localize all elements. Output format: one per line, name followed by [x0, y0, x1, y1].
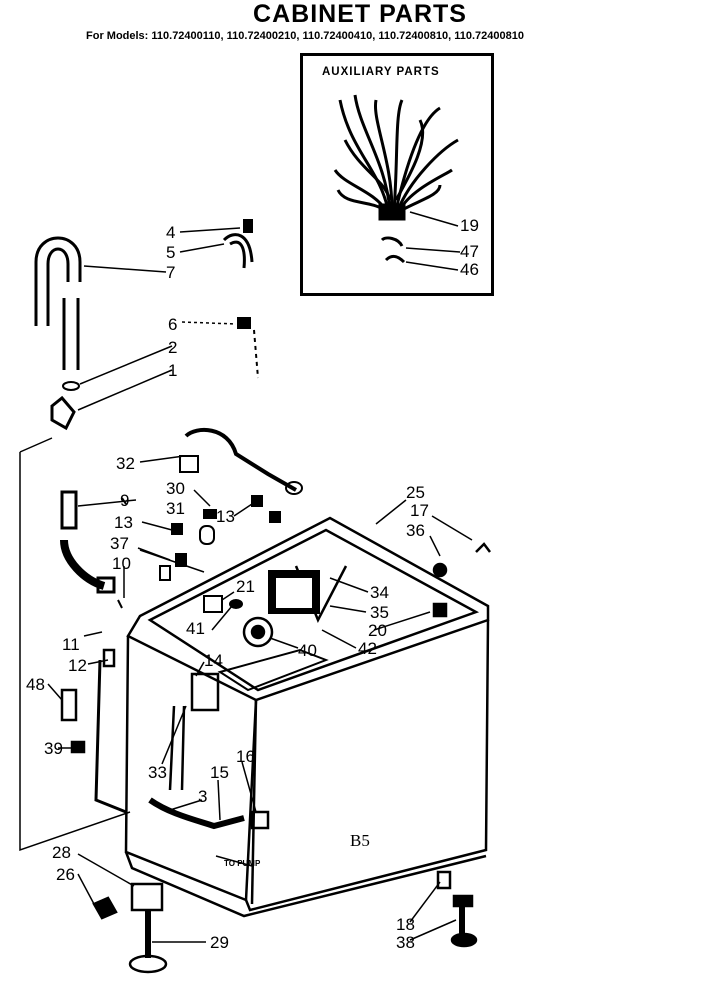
callout-26: 26 — [56, 865, 75, 884]
callout-32: 32 — [116, 454, 135, 473]
callout-14: 14 — [204, 651, 223, 670]
callout-47: 47 — [460, 242, 479, 261]
callout-35: 35 — [370, 603, 389, 622]
callout-3: 3 — [198, 787, 207, 806]
callout-4: 4 — [166, 223, 175, 242]
callout-11: 11 — [62, 635, 80, 654]
page-title: CABINET PARTS — [253, 0, 467, 28]
callout-13b: 13 — [216, 507, 235, 526]
callout-15: 15 — [210, 763, 229, 782]
auxiliary-parts-title: AUXILIARY PARTS — [322, 66, 440, 78]
hose-clip-drawing — [222, 219, 259, 379]
callout-37: 37 — [110, 534, 129, 553]
callout-12: 12 — [68, 656, 87, 675]
drain-hose-32-drawing — [179, 428, 303, 495]
callout-13a: 13 — [114, 513, 133, 532]
callout-9: 9 — [120, 491, 129, 510]
callout-numbers: 19 47 46 4 5 7 6 2 1 32 30 31 13 13 9 37… — [26, 216, 479, 952]
callout-34: 34 — [370, 583, 389, 602]
callout-6: 6 — [168, 315, 177, 334]
callout-33: 33 — [148, 763, 167, 782]
callout-28: 28 — [52, 843, 71, 862]
callout-42: 42 — [358, 639, 377, 658]
callout-39: 39 — [44, 739, 63, 758]
callout-36: 36 — [406, 521, 425, 540]
callout-40: 40 — [298, 641, 317, 660]
callout-leaders — [47, 227, 473, 943]
callout-25: 25 — [406, 483, 425, 502]
small-parts-cluster — [159, 495, 281, 613]
callout-29: 29 — [210, 933, 229, 952]
cabinet-body — [19, 437, 491, 974]
aux-leader-lines — [405, 211, 461, 271]
callout-38: 38 — [396, 933, 415, 952]
callout-18: 18 — [396, 915, 415, 934]
to-pump-label: TO PUMP — [224, 859, 261, 868]
model-numbers: For Models: 110.72400110, 110.72400210, … — [86, 30, 524, 42]
cabinet-label: B5 — [350, 831, 370, 850]
callout-30: 30 — [166, 479, 185, 498]
callout-2: 2 — [168, 338, 177, 357]
callout-19: 19 — [460, 216, 479, 235]
callout-46: 46 — [460, 260, 479, 279]
callout-21: 21 — [236, 577, 255, 596]
left-hose-drawing — [60, 490, 127, 609]
callout-31: 31 — [166, 499, 185, 518]
callout-20: 20 — [368, 621, 387, 640]
callout-41: 41 — [186, 619, 205, 638]
callout-5: 5 — [166, 243, 175, 262]
auxiliary-parts-box — [300, 53, 494, 296]
fill-hose-drawing — [34, 236, 82, 431]
callout-7: 7 — [166, 263, 175, 282]
callout-10: 10 — [112, 554, 131, 573]
callout-48: 48 — [26, 675, 45, 694]
wiring-harness-drawing — [333, 94, 459, 264]
callout-1: 1 — [168, 361, 177, 380]
callout-17: 17 — [410, 501, 429, 520]
callout-16: 16 — [236, 747, 255, 766]
